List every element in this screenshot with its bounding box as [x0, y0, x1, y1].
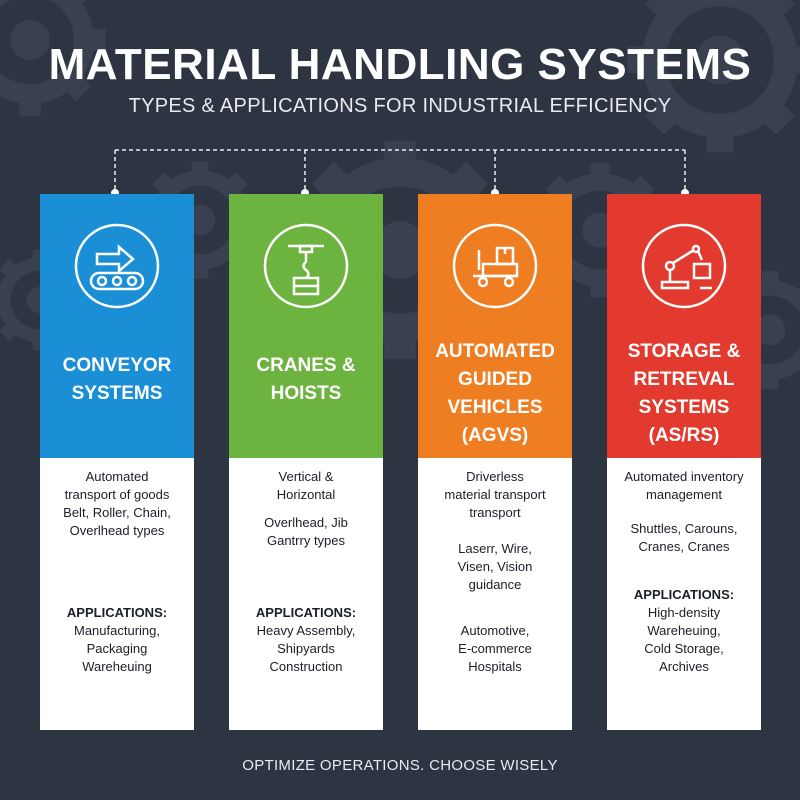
card-guidance: Laserr, Wire, Visen, Vision guidance [457, 541, 533, 592]
card-header: CONVEYOR SYSTEMS [40, 194, 194, 458]
card-applications: APPLICATIONS: Heavy Assembly, Shipyards … [255, 605, 357, 674]
footer-tagline: OPTIMIZE OPERATIONS. CHOOSE WISELY [242, 757, 558, 774]
card-cranes-hoists: CRANES & HOISTS Vertical & Horizontal Ov… [229, 194, 383, 730]
card-body: Vertical & Horizontal Overlhead, Jib Gan… [229, 458, 383, 730]
card-asrs: STORAGE & RETREVAL SYSTEMS (AS/RS) Autom… [607, 194, 761, 730]
card-title: AUTOMATED GUIDED VEHICLES (AGVS) [435, 341, 555, 446]
card-applications: Automotive, E-commerce Hospitals [458, 623, 532, 674]
card-applications: APPLICATIONS: High-density Wareheuing, C… [633, 587, 735, 674]
card-title: CONVEYOR SYSTEMS [62, 355, 172, 404]
card-types: Overlhead, Jib Gantrry types [264, 515, 348, 548]
card-title: STORAGE & RETREVAL SYSTEMS (AS/RS) [627, 341, 741, 446]
card-body: Automated transport of goods Belt, Rolle… [40, 458, 194, 730]
card-header: STORAGE & RETREVAL SYSTEMS (AS/RS) [607, 194, 761, 458]
conveyor-icon [73, 222, 161, 310]
card-description: Automated inventory management [624, 469, 744, 502]
page-subtitle: TYPES & APPLICATIONS FOR INDUSTRIAL EFFI… [128, 95, 672, 117]
card-description: Driverless material transport transport [444, 469, 546, 520]
card-agv: AUTOMATED GUIDED VEHICLES (AGVS) Driverl… [418, 194, 572, 730]
crane-hoist-icon [262, 222, 350, 310]
robotic-arm-icon [640, 222, 728, 310]
agv-forklift-icon [451, 222, 539, 310]
card-description: Automated transport of goods Belt, Rolle… [63, 469, 171, 538]
card-body: Driverless material transport transport … [418, 458, 572, 730]
card-header: AUTOMATED GUIDED VEHICLES (AGVS) [418, 194, 572, 458]
card-conveyor-systems: CONVEYOR SYSTEMS Automated transport of … [40, 194, 194, 730]
card-types: Shuttles, Carouns, Cranes, Cranes [630, 521, 738, 554]
card-title: CRANES & HOISTS [256, 355, 356, 404]
page-title: MATERIAL HANDLING SYSTEMS [48, 40, 752, 89]
card-header: CRANES & HOISTS [229, 194, 383, 458]
card-applications: APPLICATIONS: Manufacturing, Packaging W… [66, 605, 168, 674]
card-body: Automated inventory management Shuttles,… [607, 458, 761, 730]
card-description: Vertical & Horizontal [276, 469, 336, 502]
